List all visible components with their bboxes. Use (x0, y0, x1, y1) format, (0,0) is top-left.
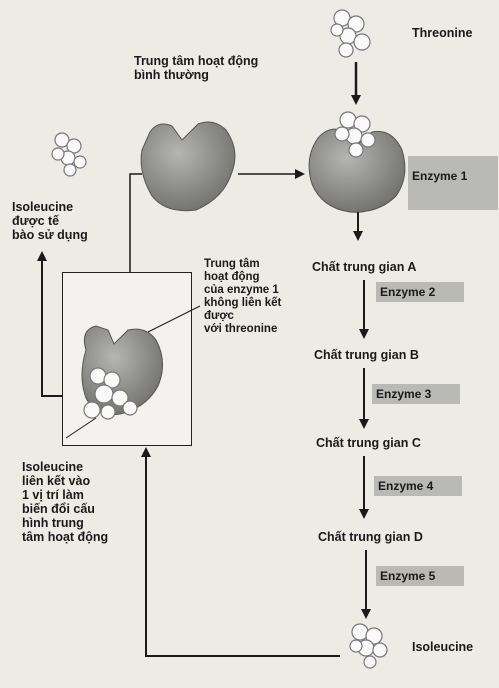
enzyme-2-tag: Enzyme 2 (376, 282, 464, 302)
isoleucine-free-molecule (52, 133, 86, 176)
intermediate-d: Chất trung gian D (318, 530, 423, 544)
intermediate-a: Chất trung gian A (312, 260, 416, 274)
enzyme-1-tag: Enzyme 1 (408, 156, 498, 210)
normal-enzyme-shape (141, 122, 235, 211)
threonine-label: Threonine (412, 26, 472, 40)
enzyme-5-tag: Enzyme 5 (376, 566, 464, 586)
arrow-isoleucine-used (42, 256, 62, 396)
threonine-molecule (331, 10, 370, 57)
connector-box-to-normal (130, 174, 142, 272)
pointer-inactive-site (148, 306, 200, 332)
isoleucine-end-label: Isoleucine (412, 640, 473, 654)
intermediate-c: Chất trung gian C (316, 436, 421, 450)
normal-active-site-label: Trung tâm hoạt động bình thường (134, 54, 314, 82)
isoleucine-product-molecule (350, 624, 387, 668)
isoleucine-binds-label: Isoleucine liên kết vào 1 vị trí làm biế… (22, 460, 162, 544)
feedback-arrow (146, 452, 340, 656)
intermediate-b: Chất trung gian B (314, 348, 419, 362)
enzyme-4-tag: Enzyme 4 (374, 476, 462, 496)
pointer-isoleucine-binding (66, 418, 96, 438)
isoleucine-used-label: Isoleucine được tế bào sử dụng (12, 200, 122, 242)
enzyme-3-tag: Enzyme 3 (372, 384, 460, 404)
